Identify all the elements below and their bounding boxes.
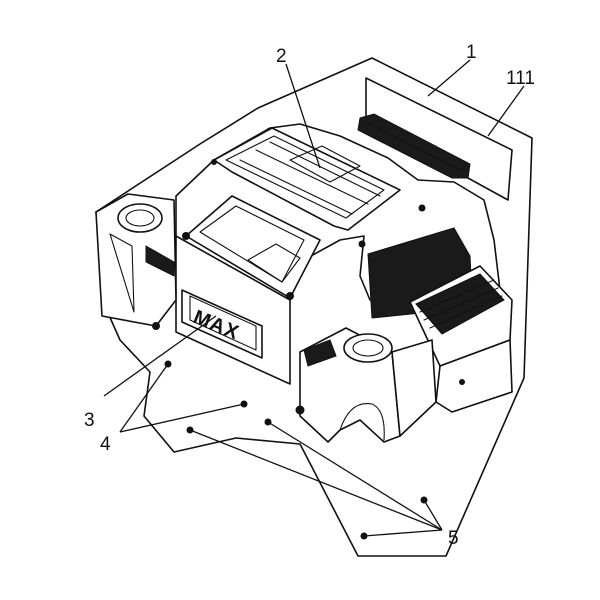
- callout-5: 5: [448, 528, 459, 549]
- callout-111: 111: [506, 68, 535, 89]
- leader-lines: [103, 59, 525, 537]
- rear-vent: [357, 113, 471, 179]
- right-vent-module: [409, 265, 513, 413]
- left-end-cap: [95, 193, 177, 330]
- callout-3: 3: [84, 410, 95, 431]
- label-sticker: [365, 77, 513, 201]
- callout-4: 4: [100, 434, 111, 455]
- right-end-cap: [295, 327, 437, 443]
- callout-1: 1: [466, 42, 477, 63]
- callout-2: 2: [276, 46, 287, 67]
- callout-labels: 1 111 2 3 4 5: [84, 42, 535, 549]
